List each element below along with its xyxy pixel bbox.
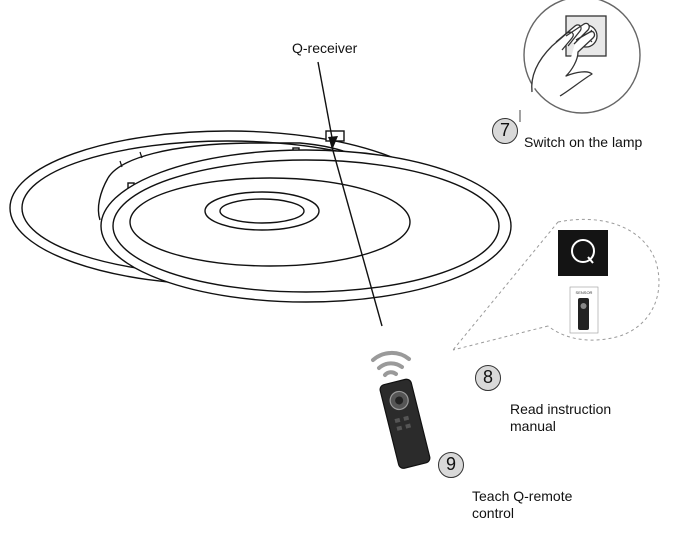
lamp-ring-right-inner <box>112 159 500 293</box>
lamp-center-ring-outer <box>204 191 320 231</box>
lamp-center-disc <box>129 177 411 267</box>
lamp-illustration <box>9 130 512 303</box>
receiver-label: Q-receiver <box>292 40 358 56</box>
receiver-pointer <box>317 61 383 327</box>
manual-callout: SENSOR <box>452 218 660 351</box>
step-9-badge: 9 <box>438 452 464 478</box>
step-7-badge: 7 <box>492 118 518 144</box>
wifi-signal-icon <box>371 350 411 377</box>
step-8-text: Read instruction manual <box>510 401 612 434</box>
manual-cover-text: SENSOR <box>576 290 593 295</box>
step-7-text: Switch on the lamp <box>524 134 643 150</box>
lamp-center-ring-inner <box>219 198 305 224</box>
manual-booklet-icon <box>558 230 608 276</box>
remote-control-icon <box>379 378 431 469</box>
step-9-text: Teach Q-remote control <box>472 488 573 521</box>
hand-switch-icon <box>519 0 641 122</box>
step-8-badge: 8 <box>475 365 501 391</box>
lamp-ring-right-outer <box>100 149 512 303</box>
